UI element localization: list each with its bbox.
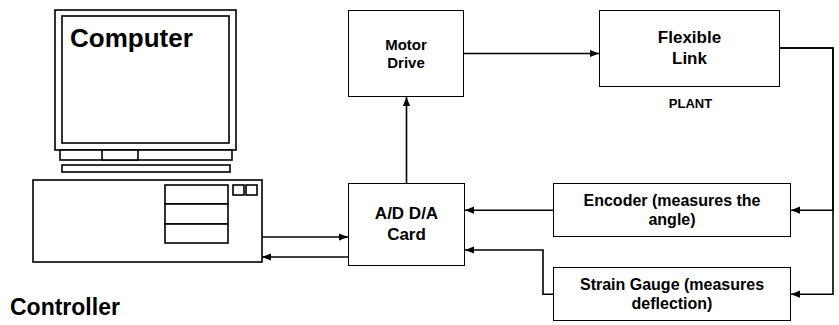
- drive-bay: [165, 204, 228, 224]
- signal-arrow: [780, 48, 833, 294]
- box-label: Flexible Link: [650, 28, 730, 69]
- monitor-frame: [55, 10, 236, 150]
- box-label: Motor Drive: [374, 36, 438, 72]
- tower-case: [33, 180, 262, 262]
- signal-arrow: [406, 97, 408, 183]
- monitor-screen: [62, 16, 229, 143]
- sensor-box: Encoder (measures the angle): [553, 183, 791, 237]
- signal-arrow: [465, 250, 553, 294]
- signal-arrow: [464, 53, 599, 55]
- button: [246, 185, 257, 195]
- monitor-notch: [102, 150, 138, 160]
- box-label: Encoder (measures the angle): [572, 191, 772, 229]
- box-heading: PLANT: [669, 96, 712, 112]
- computer-unit: ComputerController: [33, 10, 262, 262]
- box-label: Strain Gauge (measures deflection): [567, 275, 777, 313]
- drive-bay: [165, 224, 228, 243]
- plant-box: Flexible LinkPLANT: [599, 10, 780, 87]
- signal-arrow: [262, 236, 348, 238]
- keyboard: [62, 165, 230, 172]
- screen-text: Computer: [70, 23, 193, 54]
- monitor-stand: [60, 150, 232, 160]
- process-box: A/D D/A Card: [348, 183, 465, 266]
- unit-heading: Controller: [10, 294, 120, 322]
- process-box: Motor Drive: [348, 10, 464, 97]
- signal-arrow: [262, 256, 348, 258]
- sensor-box: Strain Gauge (measures deflection): [553, 267, 791, 321]
- drive-bay: [165, 185, 228, 204]
- signal-arrow: [465, 209, 553, 211]
- box-label: A/D D/A Card: [367, 204, 447, 245]
- button: [233, 185, 244, 195]
